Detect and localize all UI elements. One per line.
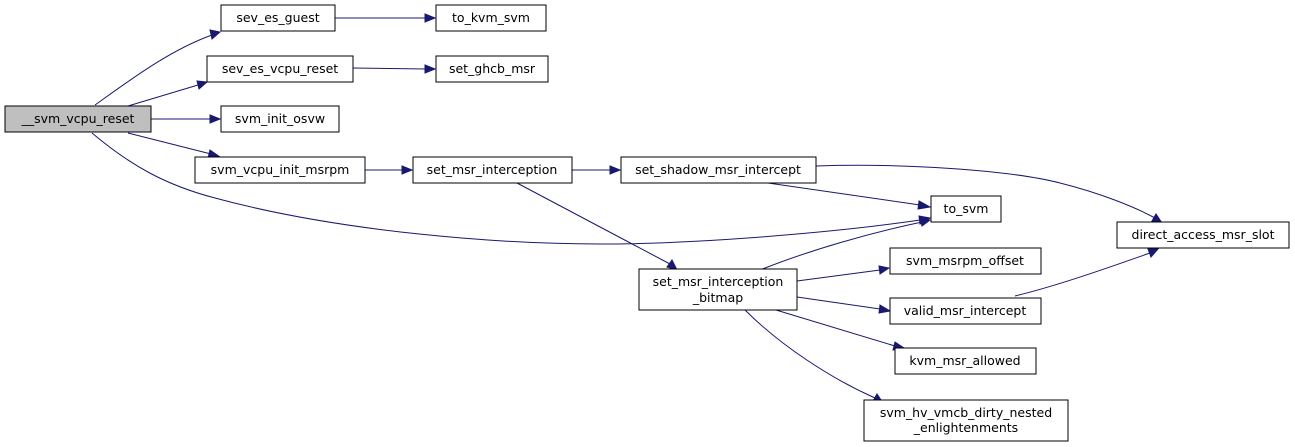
edge-valid-msr-intercept-to-direct-access-msr-slot	[1014, 248, 1160, 297]
edge-bitmap-to-to-svm	[759, 217, 932, 271]
node-kvm-msr-allowed[interactable]: kvm_msr_allowed	[894, 347, 1037, 375]
edge-sev-es-guest-to-to-kvm-svm	[335, 13, 437, 23]
node-svm-msrpm-offset[interactable]: svm_msrpm_offset	[889, 247, 1042, 275]
edge-set-shadow-msr-intercept-to-to-svm	[767, 182, 932, 210]
node-svm-hv-vmcb-dirty-nested-enlightenments[interactable]: svm_hv_vmcb_dirty_nested _enlightenments	[863, 399, 1069, 442]
node-label: set_ghcb_msr	[449, 61, 536, 76]
edge-bitmap-to-kvm-msr-allowed	[775, 309, 906, 351]
node-label: svm_msrpm_offset	[906, 253, 1024, 268]
node-label: set_shadow_msr_intercept	[635, 162, 801, 177]
edge-set-msr-interception-to-bitmap	[516, 182, 678, 271]
edge-svm-vcpu-reset-to-sev-es-guest	[94, 29, 222, 106]
node-label-line-1: set_msr_interception	[653, 274, 784, 289]
node-set-shadow-msr-intercept[interactable]: set_shadow_msr_intercept	[620, 156, 817, 184]
node-set-ghcb-msr[interactable]: set_ghcb_msr	[435, 55, 549, 83]
node-label: sev_es_vcpu_reset	[222, 61, 338, 76]
node-label: sev_es_guest	[236, 10, 319, 25]
node-label: svm_init_osvw	[235, 111, 325, 126]
node-label: svm_vcpu_init_msrpm	[211, 162, 350, 177]
node-label: to_kvm_svm	[452, 10, 530, 25]
node-sev-es-vcpu-reset[interactable]: sev_es_vcpu_reset	[206, 55, 354, 83]
node-valid-msr-intercept[interactable]: valid_msr_intercept	[889, 297, 1042, 325]
node-label-line-1: svm_hv_vmcb_dirty_nested	[880, 405, 1052, 420]
node-direct-access-msr-slot[interactable]: direct_access_msr_slot	[1116, 221, 1290, 249]
edge-bitmap-to-valid-msr-intercept	[796, 296, 892, 314]
node-set-msr-interception[interactable]: set_msr_interception	[412, 156, 573, 184]
node-label: kvm_msr_allowed	[909, 353, 1020, 368]
node-to-kvm-svm[interactable]: to_kvm_svm	[435, 4, 547, 32]
node-svm-init-osvw[interactable]: svm_init_osvw	[220, 105, 340, 133]
edge-bitmap-to-svm-msrpm-offset	[796, 265, 891, 282]
edge-bitmap-to-svm-hv-vmcb-dirty-nested	[744, 309, 885, 404]
node-label: valid_msr_intercept	[904, 303, 1027, 318]
node-set-msr-interception-bitmap[interactable]: set_msr_interception _bitmap	[638, 268, 798, 311]
edge-svm-vcpu-reset-to-svm-vcpu-init-msrpm	[127, 132, 222, 159]
node-label: to_svm	[944, 201, 989, 216]
node-svm-vcpu-reset[interactable]: __svm_vcpu_reset	[4, 105, 152, 133]
node-sev-es-guest[interactable]: sev_es_guest	[220, 4, 336, 32]
node-svm-vcpu-init-msrpm[interactable]: svm_vcpu_init_msrpm	[194, 156, 366, 184]
node-label: __svm_vcpu_reset	[21, 111, 135, 126]
node-label-line-2: _enlightenments	[913, 420, 1018, 435]
node-label-line-2: _bitmap	[692, 290, 743, 305]
edge-svm-vcpu-reset-to-sev-es-vcpu-reset	[127, 80, 209, 107]
node-label: set_msr_interception	[427, 162, 558, 177]
edge-set-msr-interception-to-set-shadow-msr-intercept	[572, 165, 622, 175]
node-label: direct_access_msr_slot	[1132, 227, 1275, 242]
node-to-svm[interactable]: to_svm	[930, 195, 1002, 223]
edge-svm-vcpu-init-msrpm-to-set-msr-interception	[365, 165, 414, 175]
edge-sev-es-vcpu-reset-to-set-ghcb-msr	[352, 64, 437, 74]
edge-svm-vcpu-reset-to-svm-init-osvw	[151, 114, 222, 124]
